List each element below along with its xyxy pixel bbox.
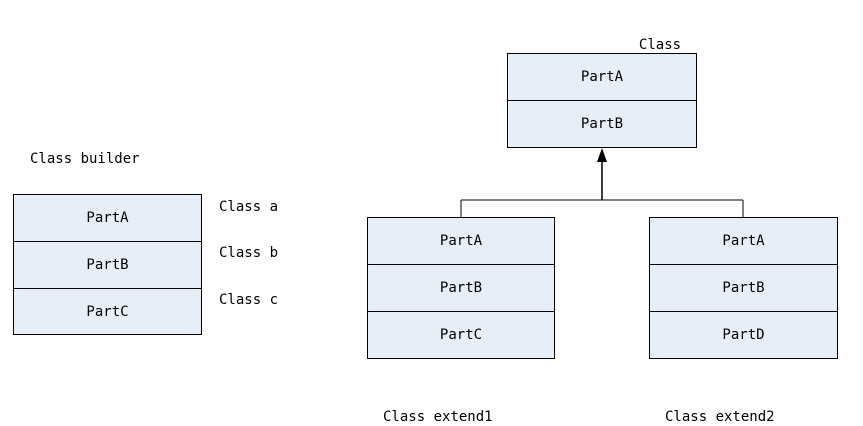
builder-side-label-b: Class b xyxy=(219,245,279,261)
builder-part-c: PartC xyxy=(86,303,129,320)
extend2-part-a: PartA xyxy=(650,218,837,265)
builder-class-title: Class builder xyxy=(30,151,140,167)
builder-side-label-a: Class a xyxy=(219,199,279,215)
extend1-part-b: PartB xyxy=(368,265,554,312)
parent-part-a: PartA xyxy=(508,54,696,101)
parent-part-b: PartB xyxy=(580,116,624,132)
parent-title-line1: Class xyxy=(638,37,682,53)
extend2-part-b: PartB xyxy=(650,265,837,312)
extend1-class-box: PartA PartB PartC xyxy=(367,217,555,359)
extend1-part-c: PartC xyxy=(439,327,483,343)
builder-part-a: PartA xyxy=(14,195,201,242)
inheritance-arrowhead xyxy=(597,148,607,162)
extend2-class-box: PartA PartB PartD xyxy=(649,217,838,359)
builder-part-b: PartB xyxy=(14,242,201,289)
extend2-class-title: Class extend2 xyxy=(665,409,775,425)
extend1-class-title: Class extend1 xyxy=(383,409,493,425)
builder-class-box: PartA PartB PartC xyxy=(13,194,202,335)
extend1-part-a: PartA xyxy=(368,218,554,265)
builder-side-label-c: Class c xyxy=(219,292,279,308)
extend2-part-d: PartD xyxy=(722,327,765,343)
parent-class-box: PartA PartB xyxy=(507,53,697,148)
